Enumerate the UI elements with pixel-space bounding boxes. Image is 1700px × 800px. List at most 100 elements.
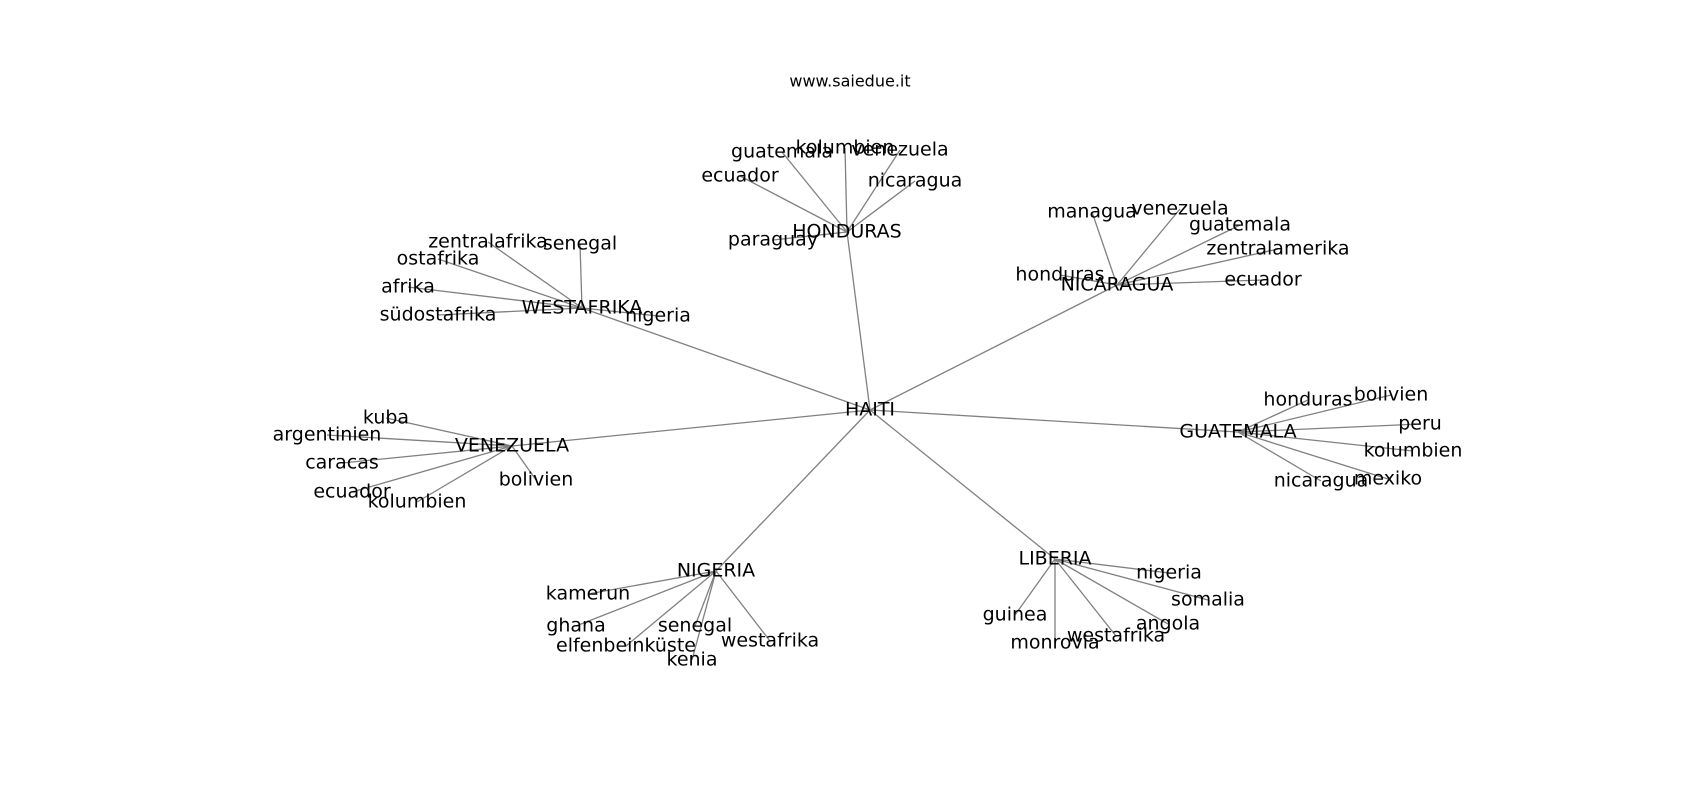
edge-nigeria-leaf bbox=[691, 570, 717, 661]
leaf-node-label: kolumbien bbox=[1364, 440, 1463, 462]
edge-root-nicaragua bbox=[869, 284, 1118, 411]
edge-nicaragua-leaf bbox=[1091, 211, 1118, 286]
leaf-node-label: westafrika bbox=[1067, 625, 1165, 647]
leaf-node-label: ostafrika bbox=[397, 248, 480, 270]
edge-liberia-leaf bbox=[1054, 558, 1170, 574]
leaf-node-label: kenia bbox=[667, 649, 718, 671]
edge-liberia-leaf bbox=[1014, 558, 1056, 616]
leaf-node-label: ecuador bbox=[701, 165, 779, 187]
edge-root-westafrika bbox=[581, 307, 871, 411]
leaf-node-label: peru bbox=[1398, 413, 1442, 435]
leaf-node-label: paraguay bbox=[728, 229, 818, 251]
edge-honduras-leaf bbox=[844, 147, 848, 233]
hub-node-label: VENEZUELA bbox=[455, 435, 569, 457]
edge-honduras-leaf bbox=[846, 149, 901, 233]
leaf-node-label: argentinien bbox=[273, 424, 382, 446]
hub-node-label: NIGERIA bbox=[677, 560, 755, 582]
watermark-text: www.saiedue.it bbox=[789, 72, 910, 91]
edge-nicaragua-leaf bbox=[1116, 208, 1181, 286]
leaf-node-label: bolivien bbox=[499, 469, 574, 491]
leaf-node-label: kamerun bbox=[546, 583, 630, 605]
leaf-node-label: mexiko bbox=[1354, 468, 1422, 490]
edge-root-liberia bbox=[869, 409, 1056, 560]
edge-nicaragua-leaf bbox=[1116, 224, 1241, 286]
leaf-node-label: honduras bbox=[1015, 264, 1104, 286]
leaf-node-label: nicaragua bbox=[1274, 470, 1369, 492]
edge-root-nigeria bbox=[715, 409, 871, 572]
hub-node-label: WESTAFRIKA bbox=[522, 297, 643, 319]
leaf-node-label: afrika bbox=[381, 276, 435, 298]
hub-node-label: GUATEMALA bbox=[1179, 421, 1296, 443]
graph-labels: HAITIHONDURASguatemalakolumbienvenezuela… bbox=[273, 137, 1463, 671]
leaf-node-label: westafrika bbox=[721, 630, 819, 652]
leaf-node-label: senegal bbox=[658, 615, 732, 637]
leaf-node-label: guatemala bbox=[1189, 214, 1291, 236]
edge-venezuela-leaf bbox=[416, 445, 513, 503]
edge-venezuela-leaf bbox=[385, 417, 513, 447]
edge-nigeria-leaf bbox=[694, 570, 717, 627]
leaf-node-label: guatemala bbox=[731, 141, 833, 163]
edge-honduras-leaf bbox=[846, 180, 916, 233]
edge-guatemala-leaf bbox=[1237, 431, 1322, 482]
edge-nicaragua-leaf bbox=[1116, 279, 1264, 286]
edge-root-guatemala bbox=[869, 409, 1239, 433]
leaf-node-label: ecuador bbox=[1224, 269, 1302, 291]
edge-venezuela-leaf bbox=[351, 445, 513, 493]
edge-liberia-leaf bbox=[1054, 558, 1117, 637]
leaf-node-label: guinea bbox=[983, 604, 1048, 626]
edge-westafrika-leaf bbox=[407, 286, 583, 309]
leaf-node-label: kolumbien bbox=[368, 491, 467, 513]
leaf-node-label: monrovia bbox=[1010, 632, 1099, 654]
edge-westafrika-leaf bbox=[437, 307, 583, 316]
edge-root-honduras bbox=[846, 231, 871, 411]
hub-node-label: LIBERIA bbox=[1018, 548, 1091, 570]
edge-guatemala-leaf bbox=[1237, 394, 1392, 433]
edge-honduras-leaf bbox=[772, 231, 848, 241]
root-node-label: HAITI bbox=[845, 399, 895, 421]
edge-westafrika-leaf bbox=[579, 243, 583, 309]
leaf-node-label: senegal bbox=[543, 233, 617, 255]
edge-guatemala-leaf bbox=[1237, 431, 1414, 452]
leaf-node-label: zentralamerika bbox=[1206, 238, 1349, 260]
edge-westafrika-leaf bbox=[581, 307, 659, 317]
edge-nigeria-leaf bbox=[575, 570, 717, 627]
edge-guatemala-leaf bbox=[1237, 423, 1421, 433]
edge-root-venezuela bbox=[511, 409, 871, 447]
leaf-node-label: ghana bbox=[546, 615, 605, 637]
edge-venezuela-leaf bbox=[326, 434, 513, 447]
leaf-node-label: caracas bbox=[305, 452, 379, 474]
edge-liberia-leaf bbox=[1054, 558, 1209, 601]
leaf-node-label: ecuador bbox=[313, 481, 391, 503]
edge-guatemala-leaf bbox=[1237, 399, 1309, 433]
edge-nicaragua-leaf bbox=[1059, 274, 1118, 286]
edge-venezuela-leaf bbox=[341, 445, 513, 464]
edge-liberia-leaf bbox=[1054, 558, 1169, 625]
edge-honduras-leaf bbox=[781, 151, 848, 233]
leaf-node-label: nigeria bbox=[1136, 562, 1202, 584]
edge-nigeria-leaf bbox=[587, 570, 717, 595]
leaf-node-label: honduras bbox=[1263, 389, 1352, 411]
leaf-node-label: venezuela bbox=[1131, 198, 1228, 220]
hub-node-label: HONDURAS bbox=[792, 221, 901, 243]
edge-nigeria-leaf bbox=[625, 570, 717, 647]
hub-node-label: NICARAGUA bbox=[1061, 274, 1174, 296]
leaf-node-label: zentralafrika bbox=[428, 231, 548, 253]
leaf-node-label: nicaragua bbox=[868, 170, 963, 192]
graph-edges bbox=[326, 147, 1421, 661]
leaf-node-label: nigeria bbox=[625, 305, 691, 327]
edge-nigeria-leaf bbox=[715, 570, 771, 642]
edge-westafrika-leaf bbox=[487, 241, 583, 309]
edge-westafrika-leaf bbox=[437, 258, 583, 309]
edge-honduras-leaf bbox=[739, 175, 848, 233]
edge-venezuela-leaf bbox=[511, 445, 537, 481]
leaf-node-label: angola bbox=[1136, 613, 1200, 635]
leaf-node-label: venezuela bbox=[851, 139, 948, 161]
leaf-node-label: südostafrika bbox=[380, 304, 497, 326]
leaf-node-label: elfenbeinküste bbox=[556, 635, 696, 657]
edge-guatemala-leaf bbox=[1237, 431, 1389, 480]
edge-nicaragua-leaf bbox=[1116, 248, 1279, 286]
leaf-node-label: kolumbien bbox=[796, 137, 895, 159]
leaf-node-label: kuba bbox=[363, 407, 409, 429]
leaf-node-label: somalia bbox=[1171, 589, 1245, 611]
